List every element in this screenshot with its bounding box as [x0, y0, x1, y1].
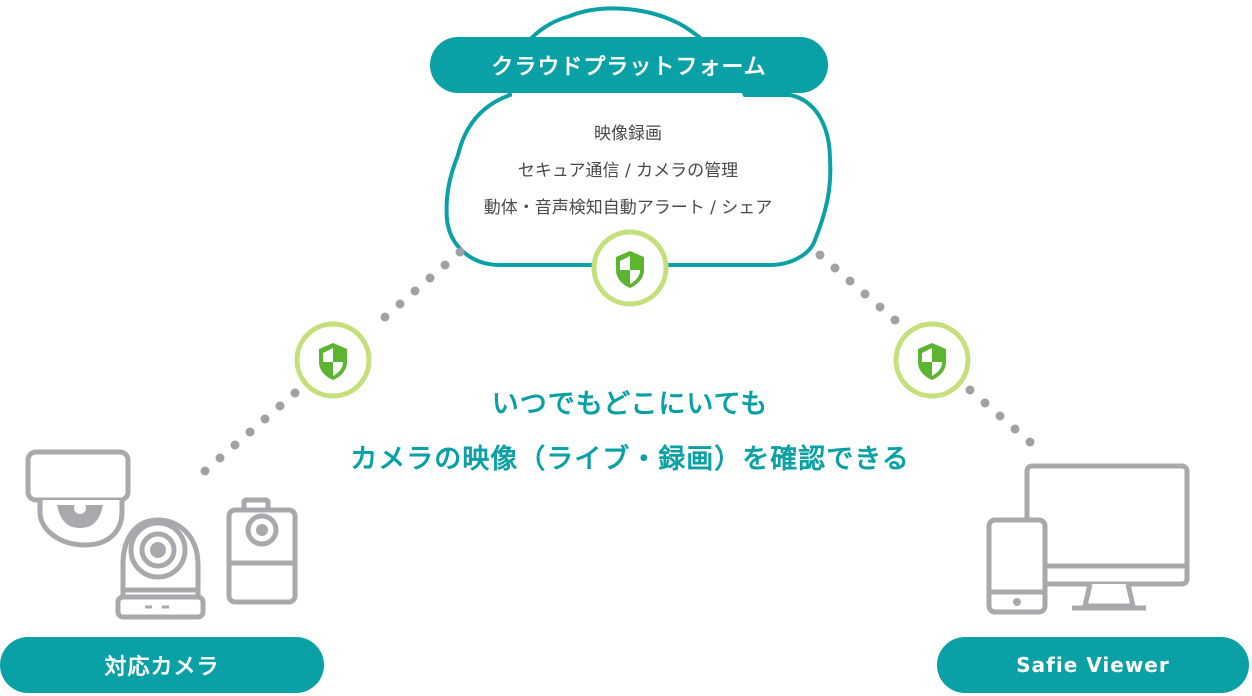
shield-icon	[893, 321, 971, 399]
indoor-camera-icon	[115, 517, 206, 620]
supported-cameras-label: 対応カメラ	[0, 637, 324, 693]
smartphone-icon	[986, 517, 1048, 615]
tagline-line-2: カメラの映像（ライブ・録画）を確認できる	[350, 444, 910, 475]
box-camera-icon	[226, 497, 298, 605]
cloud-feature-list: 映像録画 セキュア通信 / カメラの管理 動体・音声検知自動アラート / シェア	[440, 116, 816, 227]
cloud-platform-label: クラウドプラットフォーム	[430, 37, 828, 93]
shield-icon	[294, 321, 372, 399]
feature-motion-alert: 動体・音声検知自動アラート / シェア	[483, 198, 773, 218]
tagline-line-1: いつでもどこにいても	[491, 389, 769, 420]
feature-secure-communication: セキュア通信 / カメラの管理	[517, 161, 739, 181]
desktop-monitor-icon	[1024, 463, 1190, 611]
shield-icon	[591, 229, 669, 307]
dotted-connector-left	[200, 247, 465, 476]
dome-camera-icon	[25, 449, 131, 548]
safie-viewer-label: Safie Viewer	[937, 637, 1249, 693]
feature-recording: 映像録画	[594, 124, 662, 144]
dotted-connector-right	[815, 250, 1035, 447]
